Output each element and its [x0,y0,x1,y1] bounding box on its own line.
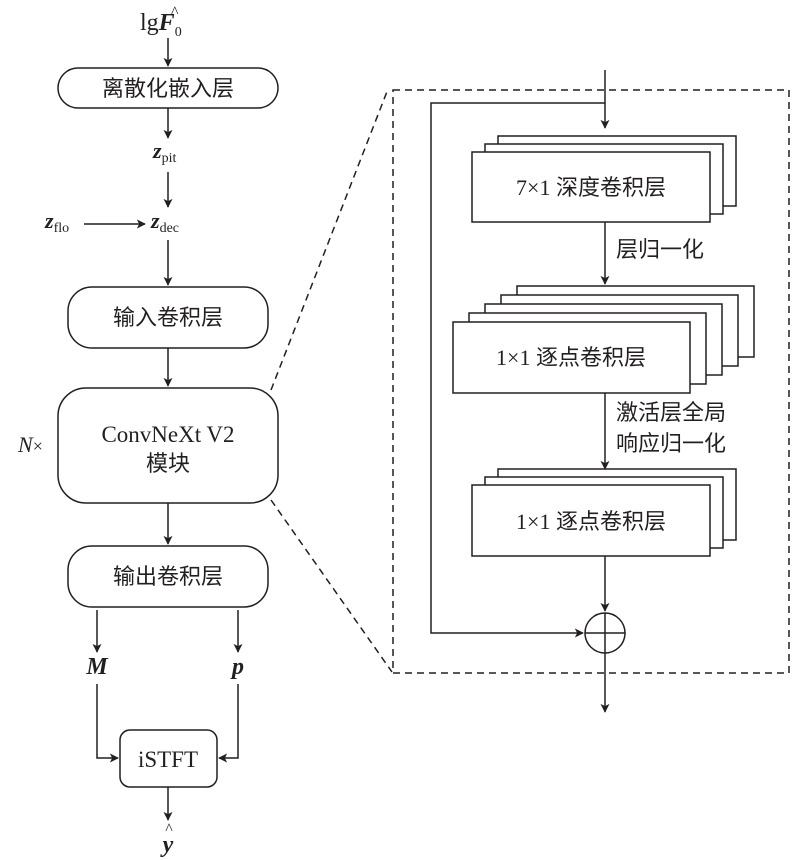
hat-accent: ^ [171,4,179,21]
arrow-magnitude-to-istft [96,684,119,763]
layer-norm-label: 层归一化 [616,238,704,263]
input-conv-layer: 输入卷积层 [67,286,269,349]
circle-plus-icon [584,612,626,654]
depthwise-conv-label: 7×1 深度卷积层 [516,175,666,200]
istft-block: iSTFT [119,729,218,788]
repeat-n-label: N× [17,432,43,457]
svg-text:y: y [160,832,174,858]
z-pit-label: zpit [152,138,176,166]
pointwise-conv-stack-1: 1×1 逐点卷积层 [452,285,755,394]
residual-skip-connection [430,102,605,638]
stack-layer-front [452,321,691,394]
zoom-connector-bottom [270,499,393,673]
zoom-connector-top [270,88,389,391]
discrete-embedding-layer: 离散化嵌入层 [57,67,279,109]
pointwise-conv2-label: 1×1 逐点卷积层 [516,509,666,534]
output-label: y ^ [160,821,174,858]
activation-grn-label-line1: 激活层全局 [616,401,726,426]
input-label: lgF0 ^ [140,4,182,40]
discrete-embedding-label: 离散化嵌入层 [102,77,234,102]
activation-grn-label-line2: 响应归一化 [616,432,726,457]
output-conv-label: 输出卷积层 [113,565,223,590]
z-dec-label: zdec [150,208,179,236]
convnext-title: ConvNeXt V2 [101,422,234,447]
depthwise-conv-stack: 7×1 深度卷积层 [471,135,737,223]
convnext-subtitle: 模块 [146,452,190,477]
pointwise-conv-stack-2: 1×1 逐点卷积层 [471,468,737,557]
pointwise-conv1-label: 1×1 逐点卷积层 [496,345,646,370]
hat-accent: ^ [165,821,173,838]
output-conv-layer: 输出卷积层 [67,545,269,608]
z-flo-label: zflo [44,208,69,236]
stack-layer-front [471,484,711,557]
phase-label: p [230,654,244,680]
detail-panel-frame [392,89,790,674]
arrow-phase-to-istft [218,684,239,763]
svg-text:lgF0: lgF0 [140,10,182,40]
istft-label: iSTFT [138,747,198,772]
convnext-v2-block: ConvNeXt V2 模块 [57,387,279,504]
input-conv-label: 输入卷积层 [113,306,223,331]
stack-layer-front [471,151,711,223]
magnitude-label: M [85,654,109,680]
